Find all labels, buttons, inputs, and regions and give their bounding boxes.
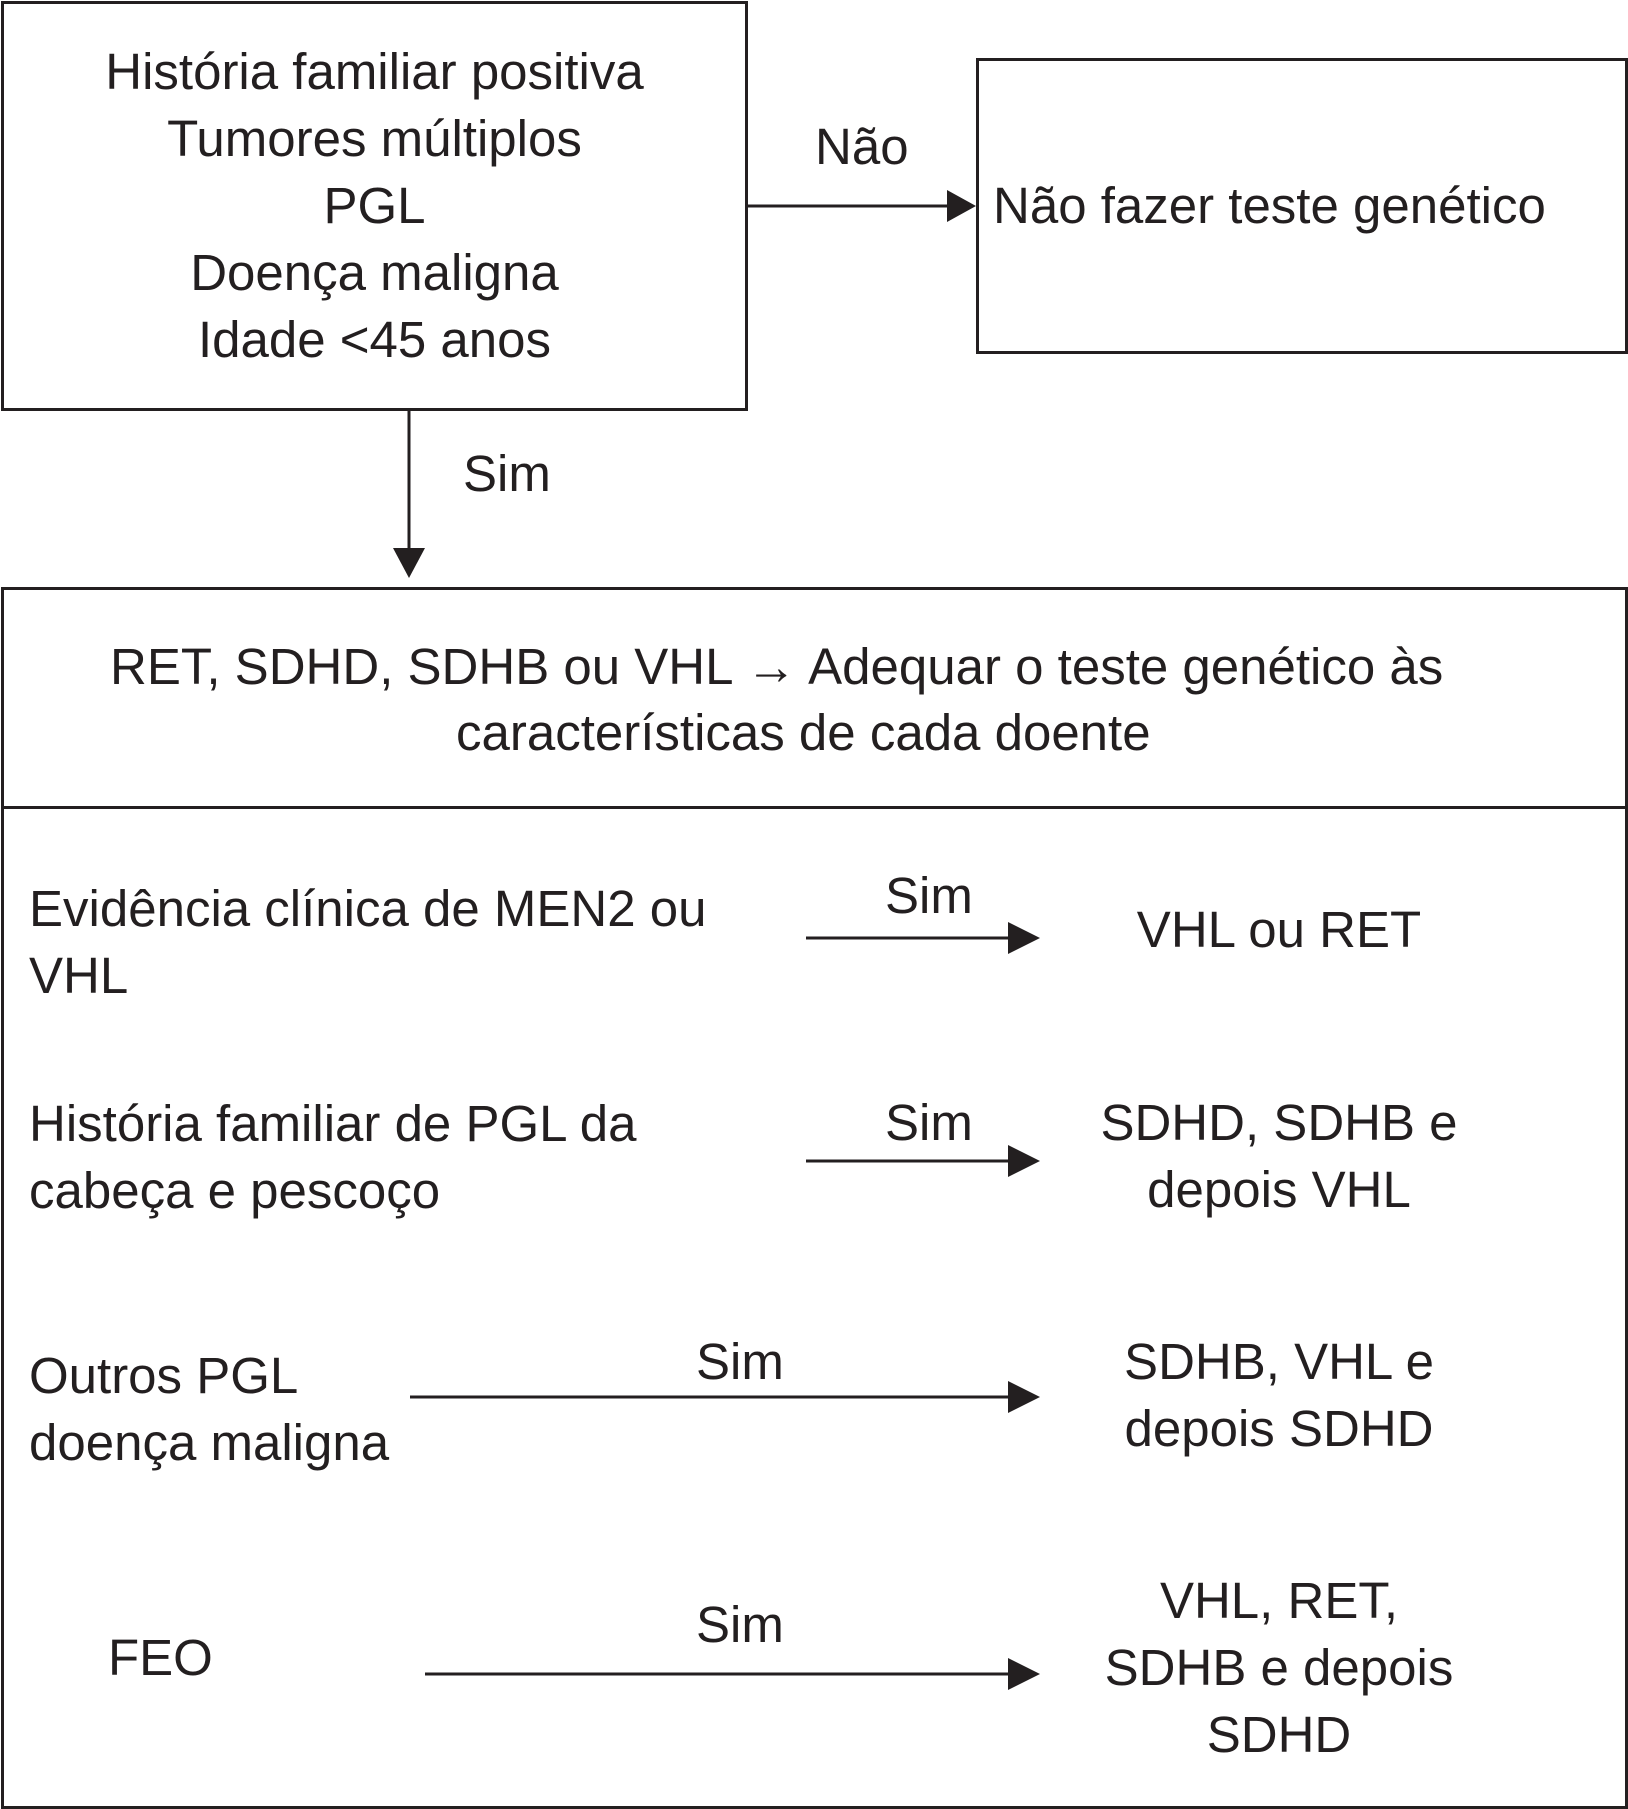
criteria-pgl: PGL bbox=[323, 177, 426, 234]
row2-result: SDHD, SDHB e depois VHL bbox=[1058, 1089, 1500, 1223]
row3-condition-line2: doença maligna bbox=[29, 1414, 390, 1471]
no-arrowhead bbox=[947, 190, 976, 222]
no-test-box bbox=[976, 58, 1628, 354]
testing-box bbox=[1, 587, 1628, 1809]
row2-arrow-label: Sim bbox=[885, 1094, 973, 1151]
row2-arrowhead bbox=[1008, 1145, 1040, 1177]
row4-result-line2: SDHB e depois bbox=[1104, 1639, 1454, 1696]
criteria-age: Idade <45 anos bbox=[197, 311, 552, 368]
criteria-malignant: Doença maligna bbox=[190, 244, 559, 301]
no-branch-label: Não bbox=[815, 118, 909, 175]
row3-condition-line1: Outros PGL bbox=[29, 1347, 299, 1404]
row4-arrowhead bbox=[1008, 1658, 1040, 1690]
row2-condition-line2: cabeça e pescoço bbox=[29, 1162, 441, 1219]
yes-arrowhead bbox=[393, 548, 425, 578]
row4-condition: FEO bbox=[108, 1624, 213, 1691]
row3-arrow-label: Sim bbox=[696, 1333, 784, 1390]
row2-condition-line1: História familiar de PGL da bbox=[29, 1095, 637, 1152]
row4-arrow-label: Sim bbox=[696, 1596, 784, 1653]
row1-result: VHL ou RET bbox=[1058, 896, 1500, 963]
row1-condition-line2: VHL bbox=[29, 947, 129, 1004]
row1-arrow-label: Sim bbox=[885, 867, 973, 924]
row3-result-line2: depois SDHD bbox=[1124, 1400, 1434, 1457]
row2-condition: História familiar de PGL da cabeça e pes… bbox=[29, 1090, 637, 1224]
testing-header-line1: RET, SDHD, SDHB ou VHL → Adequar o teste… bbox=[110, 638, 1444, 695]
no-test-label: Não fazer teste genético bbox=[993, 177, 1546, 234]
row3-condition: Outros PGL doença maligna bbox=[29, 1342, 389, 1476]
row4-result-line3: SDHD bbox=[1206, 1706, 1352, 1763]
row1-condition-line1: Evidência clínica de MEN2 ou bbox=[29, 880, 707, 937]
row2-result-line2: depois VHL bbox=[1147, 1161, 1411, 1218]
row3-arrowhead bbox=[1008, 1381, 1040, 1413]
testing-header-line2: características de cada doente bbox=[456, 704, 1151, 761]
row2-result-line1: SDHD, SDHB e bbox=[1100, 1094, 1458, 1151]
row3-result: SDHB, VHL e depois SDHD bbox=[1058, 1328, 1500, 1462]
row1-condition: Evidência clínica de MEN2 ou VHL bbox=[29, 875, 707, 1009]
criteria-family-history: História familiar positiva bbox=[105, 43, 644, 100]
criteria-multiple-tumors: Tumores múltiplos bbox=[167, 110, 582, 167]
row4-condition-line1: FEO bbox=[108, 1629, 213, 1686]
row1-arrowhead bbox=[1008, 922, 1040, 954]
row1-result-line1: VHL ou RET bbox=[1136, 901, 1422, 958]
row4-result-line1: VHL, RET, bbox=[1159, 1572, 1399, 1629]
yes-branch-label: Sim bbox=[463, 445, 551, 502]
criteria-list: História familiar positiva Tumores múlti… bbox=[1, 38, 748, 373]
row4-result: VHL, RET, SDHB e depois SDHD bbox=[1058, 1567, 1500, 1768]
row3-result-line1: SDHB, VHL e bbox=[1124, 1333, 1434, 1390]
testing-divider bbox=[1, 806, 1628, 809]
criteria-box bbox=[1, 1, 748, 411]
